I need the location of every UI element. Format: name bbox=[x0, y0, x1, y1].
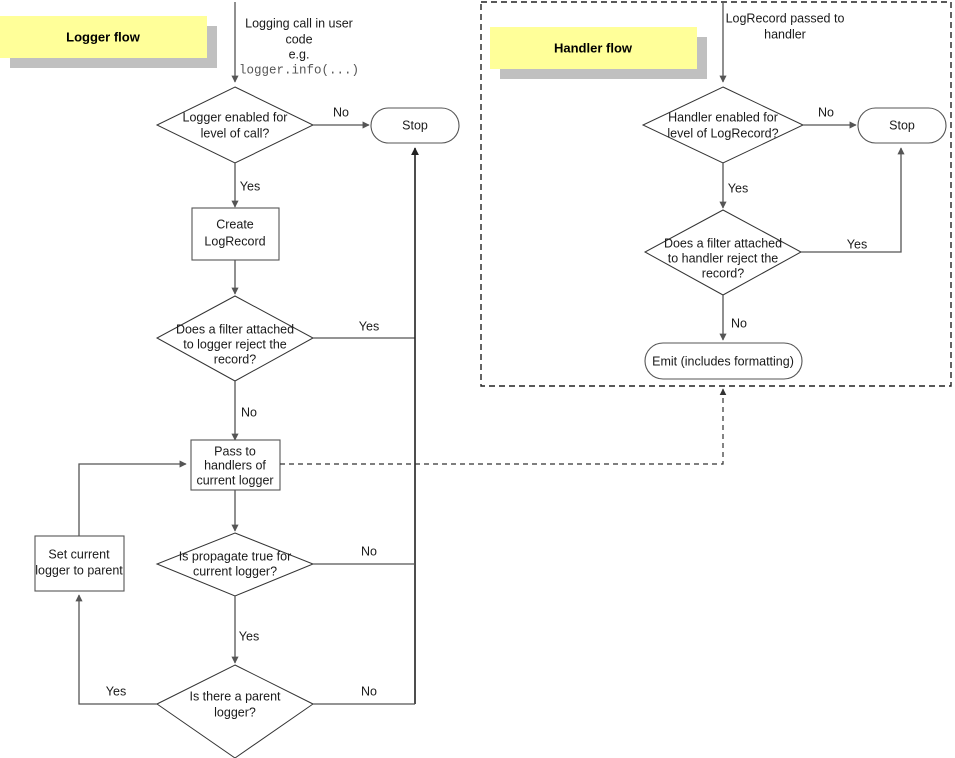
emit-shape bbox=[644, 342, 803, 380]
set-parent-shape bbox=[34, 535, 125, 592]
logger-filter-label-line3: record? bbox=[214, 352, 256, 366]
edge-label-handler-enabled-no: No bbox=[818, 105, 834, 119]
handler-entry-annotation-line2: handler bbox=[764, 27, 806, 41]
create-logrecord-shape bbox=[191, 207, 280, 261]
propagate-label-line2: current logger? bbox=[193, 564, 277, 578]
edge-has-parent-yes bbox=[75, 594, 157, 705]
has-parent-diamond bbox=[156, 664, 314, 758]
propagate-label-line1: Is propagate true for bbox=[179, 549, 292, 563]
node-set-parent: Set current logger to parent bbox=[34, 535, 125, 592]
edge-label-logger-enabled-yes: Yes bbox=[240, 179, 260, 193]
node-logger-filter: Does a filter attached to logger reject … bbox=[155, 295, 315, 382]
logger-entry-annotation-line3: e.g. bbox=[289, 47, 310, 61]
create-logrecord-label-line1: Create bbox=[216, 217, 254, 231]
logger-entry-annotation: Logging call in user code e.g. logger.in… bbox=[239, 16, 359, 77]
emit-label: Emit (includes formatting) bbox=[652, 354, 794, 368]
edge-pass-to-handler-flow bbox=[280, 388, 727, 465]
node-create-logrecord: Create LogRecord bbox=[191, 207, 280, 261]
edge-label-handler-enabled-yes: Yes bbox=[728, 181, 748, 195]
logger-entry-annotation-code: logger.info(...) bbox=[239, 63, 359, 77]
node-handler-filter: Does a filter attached to handler reject… bbox=[643, 209, 803, 296]
edge-label-handler-filter-no: No bbox=[731, 316, 747, 330]
logger-entry-annotation-line2: code bbox=[285, 32, 312, 46]
handler-stop-shape bbox=[857, 107, 947, 144]
pass-to-handlers-label-line1: Pass to bbox=[214, 444, 256, 458]
handler-enabled-diamond bbox=[641, 86, 805, 164]
handler-stop-label: Stop bbox=[889, 118, 915, 132]
logger-flow-title-banner: Logger flow bbox=[0, 16, 217, 68]
edge-set-parent-to-pass bbox=[78, 460, 187, 536]
logger-enabled-label-line2: level of call? bbox=[201, 126, 270, 140]
set-parent-label-line1: Set current bbox=[48, 547, 110, 561]
node-emit: Emit (includes formatting) bbox=[644, 342, 803, 380]
handler-flow-title-label: Handler flow bbox=[554, 40, 633, 55]
edge-label-has-parent-no: No bbox=[361, 684, 377, 698]
set-parent-label-line2: logger to parent bbox=[35, 563, 123, 577]
logger-enabled-label-line1: Logger enabled for bbox=[183, 110, 288, 124]
has-parent-label-line1: Is there a parent bbox=[189, 689, 281, 703]
handler-filter-label-line3: record? bbox=[702, 266, 744, 280]
edge-label-propagate-yes: Yes bbox=[239, 629, 259, 643]
node-logger-stop: Stop bbox=[370, 107, 460, 144]
edge-label-handler-filter-yes: Yes bbox=[847, 237, 867, 251]
pass-to-handlers-label-line2: handlers of bbox=[204, 458, 266, 472]
logger-filter-label-line1: Does a filter attached bbox=[176, 322, 294, 336]
handler-entry-annotation-line1: LogRecord passed to bbox=[726, 11, 845, 25]
handler-enabled-label-line1: Handler enabled for bbox=[668, 110, 778, 124]
logger-flow-title-fill bbox=[0, 16, 207, 58]
edge-label-logger-filter-yes: Yes bbox=[359, 319, 379, 333]
pass-to-handlers-label-line3: current logger bbox=[196, 473, 273, 487]
node-has-parent: Is there a parent logger? bbox=[156, 664, 314, 758]
handler-flow-group-box bbox=[480, 1, 952, 387]
node-handler-stop: Stop bbox=[857, 107, 947, 144]
edge-label-propagate-no: No bbox=[361, 544, 377, 558]
handler-filter-label-line1: Does a filter attached bbox=[664, 236, 782, 250]
handler-filter-label-line2: to handler reject the bbox=[668, 251, 779, 265]
handler-flow-title-banner: Handler flow bbox=[490, 27, 707, 79]
handler-entry-annotation: LogRecord passed to handler bbox=[726, 11, 845, 41]
logger-flow-title-label: Logger flow bbox=[66, 29, 141, 44]
node-pass-to-handlers: Pass to handlers of current logger bbox=[190, 439, 281, 491]
logger-filter-label-line2: to logger reject the bbox=[183, 337, 287, 351]
edge-label-logger-enabled-no: No bbox=[333, 105, 349, 119]
node-propagate: Is propagate true for current logger? bbox=[155, 532, 315, 597]
edge-label-has-parent-yes: Yes bbox=[106, 684, 126, 698]
node-handler-enabled: Handler enabled for level of LogRecord? bbox=[641, 86, 805, 164]
logger-stop-label: Stop bbox=[402, 118, 428, 132]
edge-handler-filter-yes bbox=[801, 147, 905, 253]
create-logrecord-label-line2: LogRecord bbox=[204, 234, 265, 248]
logger-enabled-diamond bbox=[155, 86, 315, 164]
node-logger-enabled: Logger enabled for level of call? bbox=[155, 86, 315, 164]
logger-entry-annotation-line1: Logging call in user bbox=[245, 16, 353, 30]
logger-stop-shape bbox=[370, 107, 460, 144]
has-parent-label-line2: logger? bbox=[214, 705, 256, 719]
handler-flow-title-fill bbox=[490, 27, 697, 69]
edge-label-logger-filter-no: No bbox=[241, 405, 257, 419]
handler-enabled-label-line2: level of LogRecord? bbox=[667, 126, 778, 140]
